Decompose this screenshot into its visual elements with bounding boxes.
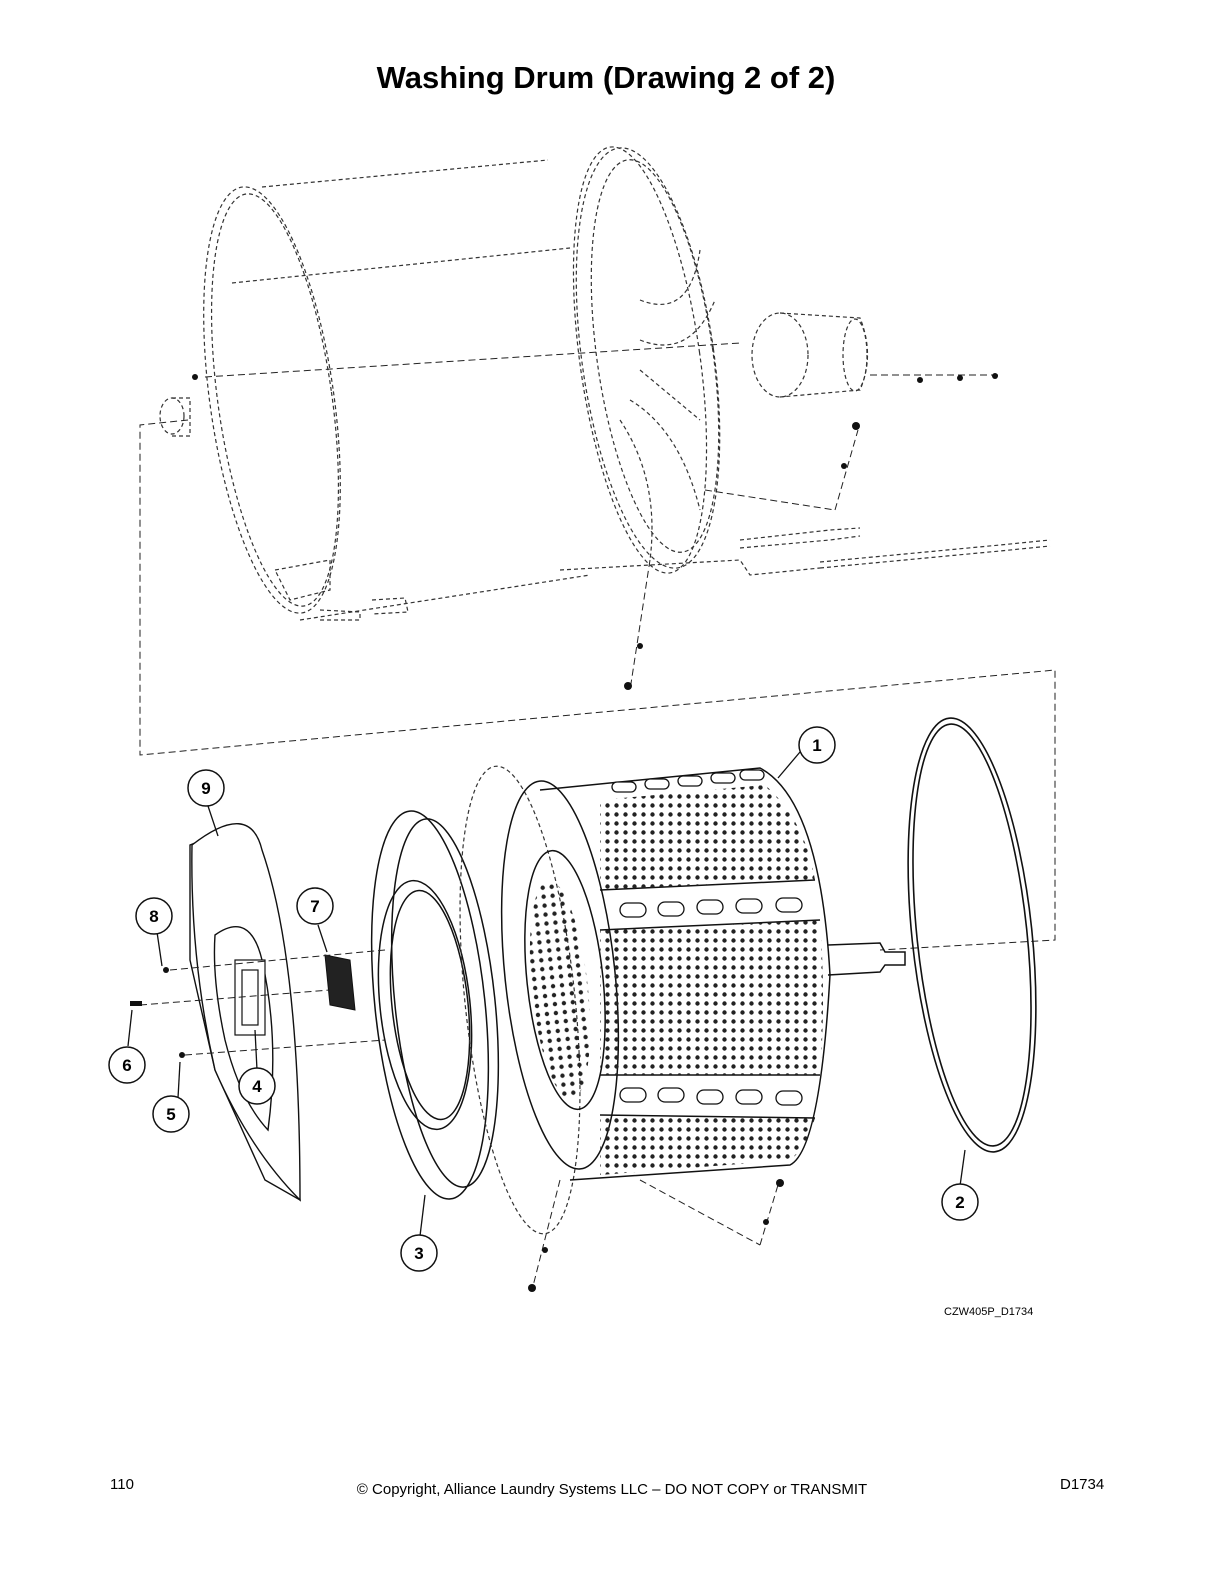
control-module-part-7	[324, 954, 356, 1011]
callout-8: 8	[135, 897, 173, 935]
callout-7: 7	[296, 887, 334, 925]
callout-9: 9	[187, 769, 225, 807]
drum-perforations	[529, 785, 823, 1175]
svg-text:5: 5	[166, 1105, 175, 1124]
callout-3: 3	[400, 1234, 438, 1272]
drum-lifter-slots	[611, 769, 803, 1106]
outer-tub-assembly	[159, 146, 1051, 621]
svg-text:3: 3	[414, 1244, 423, 1263]
callout-1: 1	[798, 726, 836, 764]
svg-text:2: 2	[955, 1193, 964, 1212]
copyright-notice: © Copyright, Alliance Laundry Systems LL…	[356, 1481, 868, 1498]
page-title: Washing Drum (Drawing 2 of 2)	[376, 60, 836, 95]
svg-text:4: 4	[252, 1077, 262, 1096]
outer-tub-rear-rim	[203, 186, 341, 614]
svg-text:8: 8	[149, 907, 158, 926]
svg-text:9: 9	[201, 779, 210, 798]
drum-front-shield-part-3	[370, 810, 500, 1200]
callout-4: 4	[238, 1067, 276, 1105]
svg-text:7: 7	[310, 897, 319, 916]
outer-tub-front-ring	[572, 146, 708, 574]
svg-text:1: 1	[812, 736, 821, 755]
svg-text:6: 6	[122, 1056, 131, 1075]
bearing-housing-outline	[751, 312, 809, 398]
callout-2: 2	[941, 1183, 979, 1221]
page-number: 110	[110, 1476, 134, 1493]
drum-seal-ring-part-2	[907, 717, 1037, 1153]
document-code: D1734	[1060, 1476, 1105, 1493]
callout-6: 6	[108, 1046, 146, 1084]
drawing-reference-id: CZW405P_D1734	[944, 1306, 1034, 1318]
callout-5: 5	[152, 1095, 190, 1133]
